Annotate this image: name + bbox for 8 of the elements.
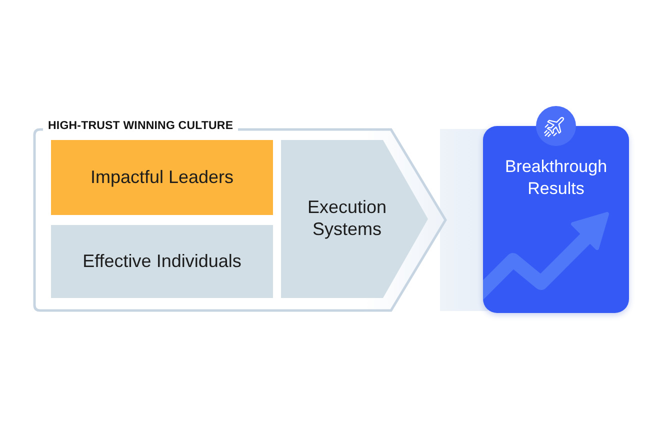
group-title: HIGH-TRUST WINNING CULTURE <box>43 120 238 134</box>
card-title: Breakthrough Results <box>504 156 608 200</box>
chevron-shape <box>281 140 428 298</box>
process-box <box>51 140 273 215</box>
process-box <box>51 225 273 298</box>
box-label: Execution Systems <box>306 197 388 241</box>
box-label: Effective Individuals <box>82 250 242 272</box>
box-label: Impactful Leaders <box>90 166 234 188</box>
